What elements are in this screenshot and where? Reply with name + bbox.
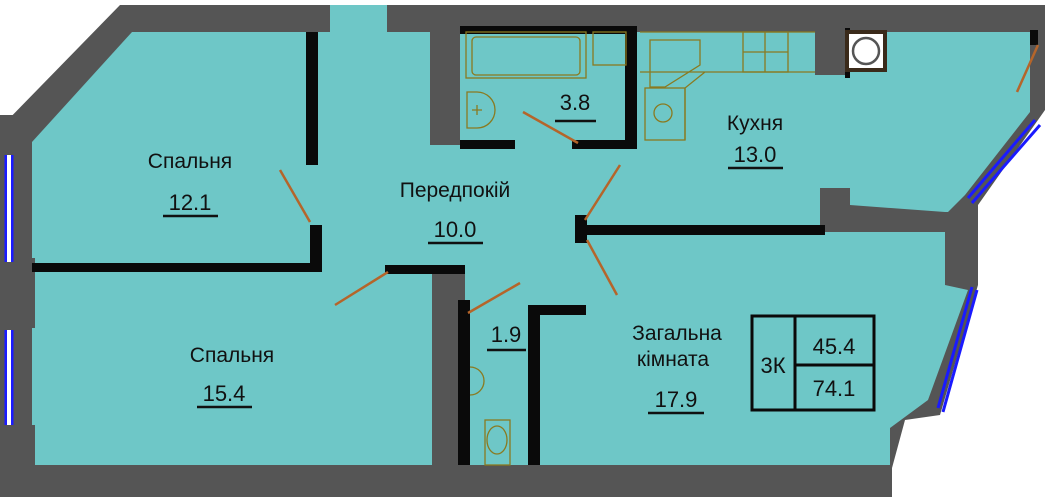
room-name-hallway: Передпокій [400,179,511,202]
inner-walls [32,26,1038,465]
room-area-bedroom-2: 15.4 [203,381,246,406]
fixtures [465,31,815,466]
window-bedroom-2 [4,330,14,425]
boiler-icon [845,30,887,72]
door-bathroom [522,110,579,145]
room-name-living-2: кімната [637,348,709,371]
room-area-living: 17.9 [655,387,698,412]
room-name-kitchen: Кухня [727,112,783,135]
room-area-bathroom: 3.8 [560,90,591,115]
window-kitchen [966,119,1042,204]
door-balcony [1015,44,1040,93]
room-name-bedroom-2: Спальня [190,344,274,367]
windows [4,119,1042,425]
room-area-wc: 1.9 [491,322,522,347]
room-name-bedroom-1: Спальня [148,150,232,173]
room-area-hallway: 10.0 [434,217,477,242]
window-bedroom-1 [4,155,14,262]
fridge-icon [644,87,686,141]
apartment-type: 3К [760,353,785,378]
room-area-bedroom-1: 12.1 [169,190,212,215]
room-name-living-1: Загальна [632,322,722,345]
entrance-opening [330,5,387,35]
floor [32,32,1030,465]
toilet-icon [484,419,511,466]
hall-exit [388,10,1043,18]
washing-machine-icon [592,31,627,66]
door-wc [467,281,521,315]
wc-sink-icon [469,366,485,396]
sink-icon [466,91,496,129]
bathtub-icon [465,31,587,79]
door-kitchen [583,164,622,221]
total-area: 74.1 [813,376,856,401]
door-bedroom-1 [278,169,312,223]
door-living [585,239,619,296]
kitchen-sink-icon [649,39,701,88]
door-swings [278,44,1040,315]
structural-walls [0,20,970,470]
door-bedroom-2 [334,270,389,307]
room-area-kitchen: 13.0 [734,142,777,167]
living-area: 45.4 [813,334,856,359]
summary-box: 3К 45.4 74.1 [750,314,876,412]
window-living [936,286,979,413]
